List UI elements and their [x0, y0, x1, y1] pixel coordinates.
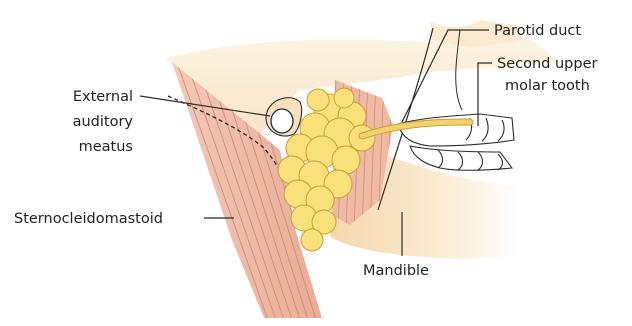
label-sternocleidomastoid: Sternocleidomastoid [14, 211, 163, 227]
label-external-auditory-1: External [73, 89, 133, 105]
label-external-auditory-3: meatus [79, 139, 133, 155]
label-second-molar-2: molar tooth [505, 78, 590, 94]
label-second-molar-1: Second upper [497, 56, 597, 72]
label-external-auditory-2: auditory [73, 114, 134, 130]
label-parotid-duct: Parotid duct [494, 23, 581, 39]
label-mandible: Mandible [363, 263, 429, 279]
